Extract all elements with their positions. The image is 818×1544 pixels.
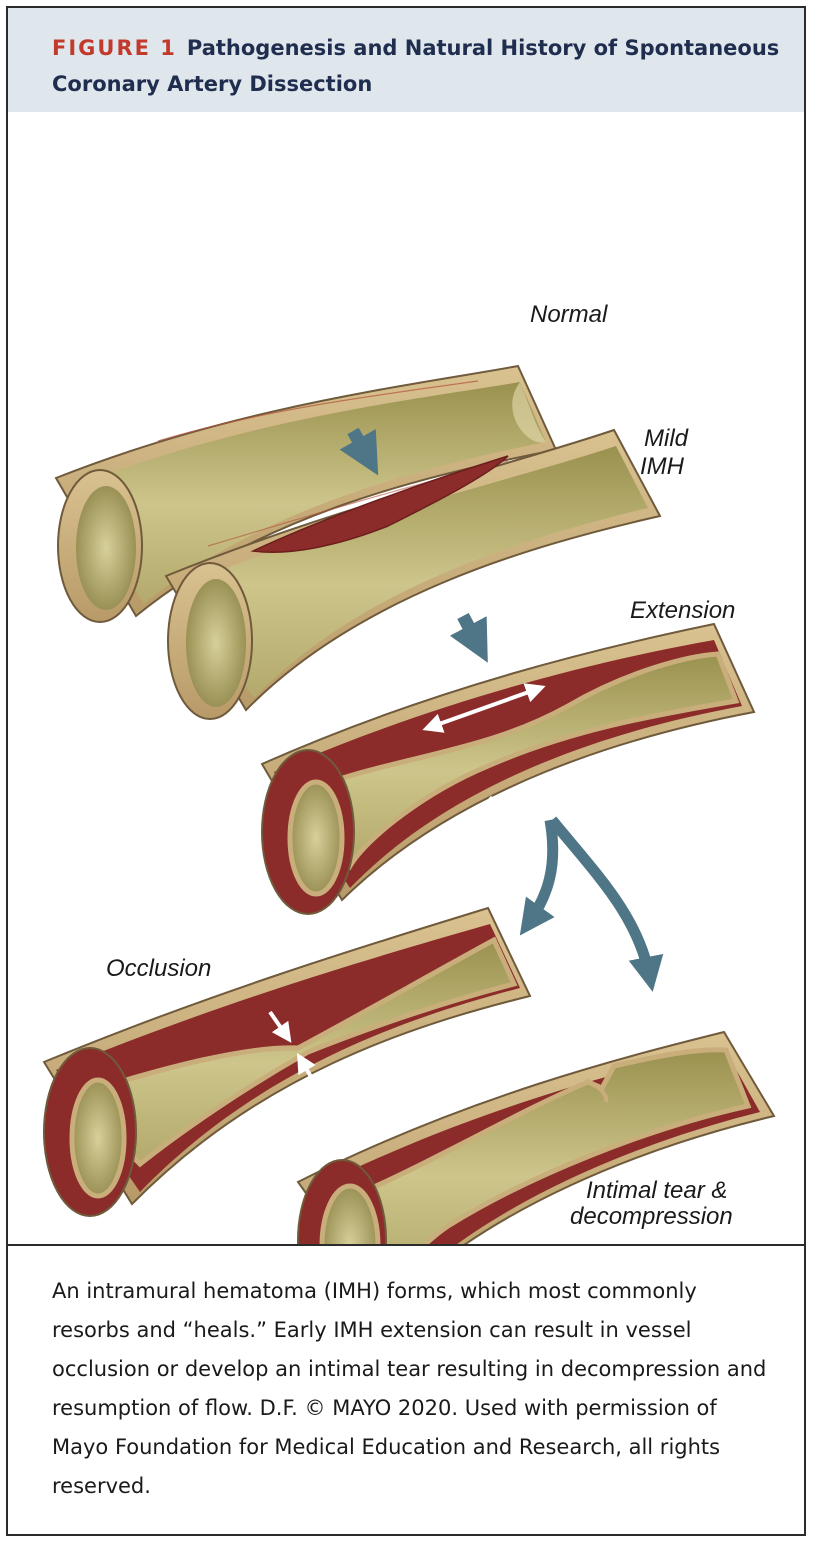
- label-occlusion: Occlusion: [106, 955, 211, 982]
- label-tear-line1: Intimal tear &: [586, 1177, 727, 1204]
- label-mild-line1: Mild: [644, 425, 689, 452]
- vessel-occlusion: [42, 906, 532, 1217]
- vessel-normal: [54, 364, 558, 623]
- arrow-mild-to-extension: [449, 612, 488, 663]
- label-tear-line2: decompression: [570, 1203, 733, 1230]
- label-normal: Normal: [530, 301, 608, 328]
- figure-caption: An intramural hematoma (IMH) forms, whic…: [52, 1279, 767, 1498]
- illustration: Normal Mild IMH Extension: [42, 301, 776, 1244]
- vessel-mild-imh: [164, 428, 662, 720]
- label-mild-line2: IMH: [640, 453, 685, 480]
- figure-title-text: Pathogenesis and Natural History of Spon…: [52, 36, 780, 96]
- figure-label: FIGURE 1: [52, 36, 177, 60]
- vessel-intimal-tear: [296, 1030, 776, 1244]
- vessel-extension: [260, 622, 756, 915]
- arrow-extension-to-occlusion: [519, 819, 559, 936]
- arrow-extension-to-tear: [547, 816, 664, 992]
- label-extension: Extension: [630, 597, 735, 624]
- arrow-normal-to-mild: [339, 427, 379, 476]
- caption-divider: [8, 1244, 804, 1246]
